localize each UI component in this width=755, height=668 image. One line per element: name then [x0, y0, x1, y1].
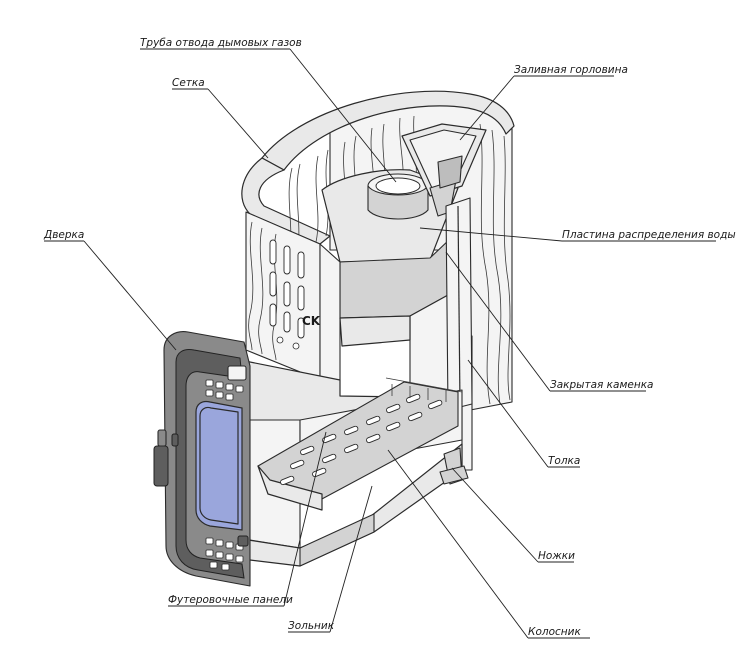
- stone-chamber: [319, 169, 471, 397]
- filler-neck: [401, 123, 487, 217]
- label-tolka: Толка: [548, 455, 580, 467]
- label-door: Дверка: [43, 229, 84, 241]
- leader-lines: [44, 48, 716, 639]
- label-closed-heater: Закрытая каменка: [550, 379, 653, 391]
- label-grate: Колосник: [528, 626, 581, 638]
- label-ash-pit: Зольник: [288, 620, 335, 632]
- label-pipe: Труба отвода дымовых газов: [140, 37, 302, 49]
- label-water-plate: Пластина распределения воды: [562, 229, 736, 241]
- label-mesh: Сетка: [172, 77, 205, 89]
- door: [153, 331, 251, 587]
- labels: Труба отвода дымовых газов Сетка Заливна…: [43, 37, 736, 638]
- grate: [257, 377, 463, 511]
- label-legs: Ножки: [538, 550, 575, 562]
- label-lining-panels: Футеровочные панели: [168, 594, 293, 606]
- label-filler-neck: Заливная горловина: [514, 64, 628, 76]
- legs: [439, 447, 469, 485]
